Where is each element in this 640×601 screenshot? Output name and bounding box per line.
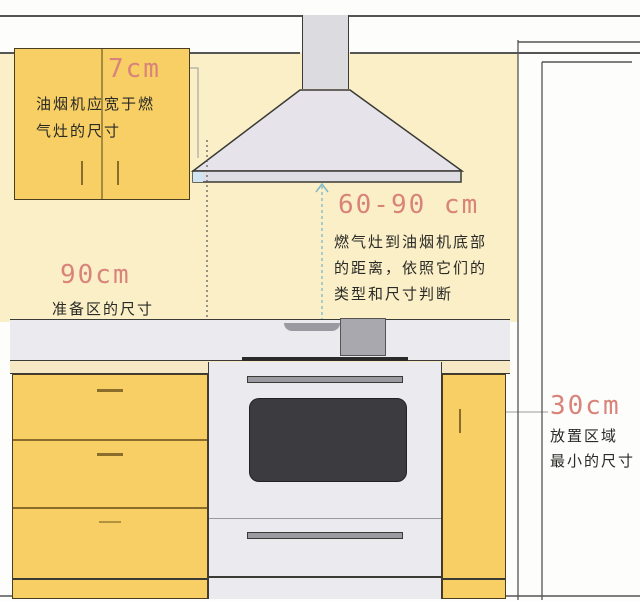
side-cabinet-base-line xyxy=(443,578,505,580)
upper-cabinet-handle-right xyxy=(117,161,119,185)
range-hood-chimney xyxy=(302,15,349,89)
hood-height-note-line1: 燃气灶到油烟机底部 xyxy=(334,233,488,251)
upper-cabinet-divider xyxy=(101,49,103,199)
oven-bottom-handle xyxy=(247,532,403,539)
prep-area-note: 准备区的尺寸 xyxy=(52,300,155,318)
hood-height-note-line2: 的距离，依照它们的 xyxy=(334,259,488,277)
side-cabinet xyxy=(442,374,506,599)
drawer-divider-2 xyxy=(13,507,207,509)
wall-top-line-right xyxy=(350,52,640,54)
lower-drawers xyxy=(12,374,208,599)
prep-area-value: 90cm xyxy=(60,260,131,290)
oven-window xyxy=(249,398,407,482)
oven-drawer-line xyxy=(209,518,441,519)
stove-range xyxy=(208,362,442,599)
drawer-divider-1 xyxy=(13,439,207,441)
prep-counter xyxy=(10,319,510,361)
landing-area-note-line2: 最小的尺寸 xyxy=(550,452,636,470)
landing-area-value: 30cm xyxy=(550,391,621,421)
drawer-handle-2 xyxy=(97,453,123,456)
hood-height-note-line3: 类型和尺寸判断 xyxy=(334,285,454,303)
side-cabinet-handle xyxy=(459,409,461,433)
drawer-handle-1 xyxy=(97,389,123,392)
cooking-pot xyxy=(340,318,386,356)
stove-cooktop xyxy=(242,357,408,361)
hood-overhang-note-line2: 气灶的尺寸 xyxy=(36,122,122,140)
drawer-divider-3 xyxy=(13,578,207,580)
landing-area-note-line1: 放置区域 xyxy=(550,427,619,445)
hood-height-value: 60-90 cm xyxy=(338,190,480,220)
hood-overhang-value: 7cm xyxy=(108,54,161,84)
drawer-handle-3 xyxy=(99,521,121,523)
hood-overhang-note-line1: 油烟机应宽于燃 xyxy=(36,95,156,113)
frying-pan xyxy=(284,323,340,331)
oven-base-line xyxy=(209,576,441,578)
oven-top-handle xyxy=(247,376,403,383)
upper-cabinet xyxy=(14,48,190,200)
upper-cabinet-handle-left xyxy=(81,161,83,185)
